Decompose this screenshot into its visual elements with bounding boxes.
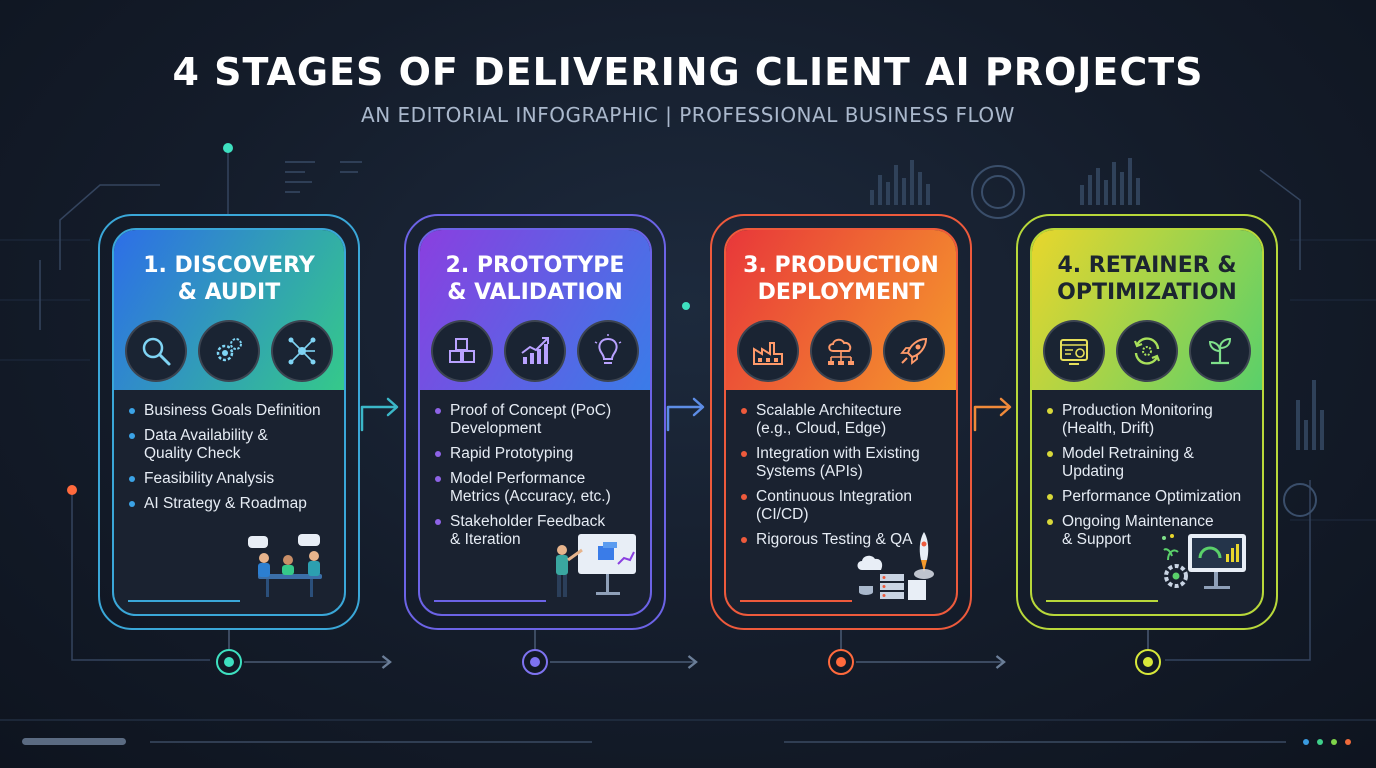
stage-1-card: 1. DISCOVERY & AUDIT Business Goals Defi… [112,228,346,616]
stage-2-timeline-node [522,649,548,675]
list-item: Performance Optimization [1046,488,1258,506]
rocket-icon [883,320,945,382]
presentation-board-illustration-icon [556,534,636,597]
list-item: AI Strategy & Roadmap [128,495,340,513]
stage-4-outer-frame [1016,214,1278,630]
list-item: Rapid Prototyping [434,445,646,463]
refresh-cycle-icon [1116,320,1178,382]
network-icon [271,320,333,382]
stage-1-title: 1. DISCOVERY & AUDIT [143,253,315,305]
stage-3-timeline-node [828,649,854,675]
cloud-servers-rocket-illustration-icon [857,532,934,600]
stage-1-timeline-node [216,649,242,675]
monitoring-dashboard-illustration-icon [1162,534,1246,589]
stage-1-bullets: Business Goals Definition Data Availabil… [128,402,340,520]
stage-4-title: 4. RETAINER & OPTIMIZATION [1057,253,1237,305]
list-item: Proof of Concept (PoC) Development [434,402,646,438]
stage-4-bullets: Production Monitoring (Health, Drift) Mo… [1046,402,1258,556]
list-item: Production Monitoring (Health, Drift) [1046,402,1258,438]
list-item: Rigorous Testing & QA [740,531,952,549]
list-item: Integration with Existing Systems (APIs) [740,445,952,481]
monitor-dashboard-icon [1043,320,1105,382]
stage-3-bullets: Scalable Architecture (e.g., Cloud, Edge… [740,402,952,556]
stage-3-outer-frame [710,214,972,630]
team-meeting-illustration-icon [248,534,322,597]
list-item: Feasibility Analysis [128,470,340,488]
magnifier-icon [125,320,187,382]
list-item: Model Performance Metrics (Accuracy, etc… [434,470,646,506]
sprout-icon [1189,320,1251,382]
page-title: 4 STAGES OF DELIVERING CLIENT AI PROJECT… [172,50,1204,94]
growth-chart-icon [504,320,566,382]
stage-1-outer-frame [98,214,360,630]
list-item: Data Availability & Quality Check [128,427,340,463]
list-item: Model Retraining & Updating [1046,445,1258,481]
stage-2-title: 2. PROTOTYPE & VALIDATION [445,253,625,305]
list-item: Continuous Integration (CI/CD) [740,488,952,524]
stage-2-bullets: Proof of Concept (PoC) Development Rapid… [434,402,646,556]
stage-3-title: 3. PRODUCTION DEPLOYMENT [743,253,939,305]
stage-4-card: 4. RETAINER & OPTIMIZATION Production Mo… [1030,228,1264,616]
page-subtitle: AN EDITORIAL INFOGRAPHIC | PROFESSIONAL … [361,103,1015,127]
factory-icon [737,320,799,382]
list-item: Ongoing Maintenance & Support [1046,513,1258,549]
stage-4-timeline-node [1135,649,1161,675]
lightbulb-icon [577,320,639,382]
stage-3-card: 3. PRODUCTION DEPLOYMENT Scalable Archit… [724,228,958,616]
gears-icon [198,320,260,382]
cubes-icon [431,320,493,382]
stage-2-outer-frame [404,214,666,630]
cloud-network-icon [810,320,872,382]
list-item: Business Goals Definition [128,402,340,420]
list-item: Stakeholder Feedback & Iteration [434,513,646,549]
stage-2-card: 2. PROTOTYPE & VALIDATION Proof of Conce… [418,228,652,616]
list-item: Scalable Architecture (e.g., Cloud, Edge… [740,402,952,438]
